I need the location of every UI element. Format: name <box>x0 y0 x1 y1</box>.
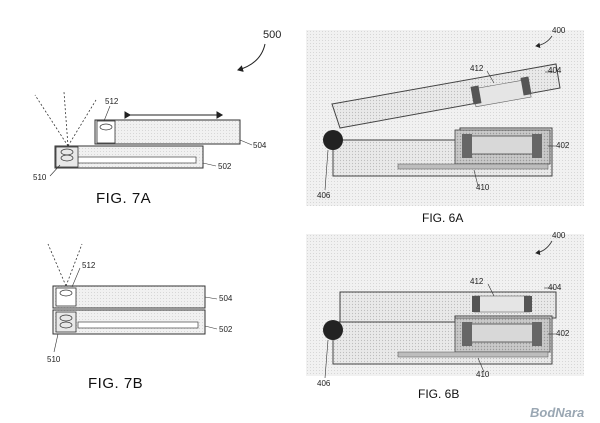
fig-6a: 400 412 404 402 406 410 FIG. 6A <box>306 26 584 225</box>
camera-module-512 <box>55 287 77 307</box>
mechanism-block <box>469 135 535 155</box>
mechanism-block <box>469 323 535 343</box>
label-510: 510 <box>33 173 47 182</box>
label-512: 512 <box>105 97 119 106</box>
circuit-board-410 <box>397 163 549 170</box>
lens-icon <box>59 321 73 329</box>
label-504: 504 <box>253 141 267 150</box>
fov-line <box>65 243 83 287</box>
component-412-left <box>470 85 482 105</box>
leader-502 <box>202 162 217 167</box>
camera-module-512 <box>96 120 116 144</box>
caption-fig-6a: FIG. 6A <box>422 211 463 225</box>
leader-arrow-400 <box>535 35 553 49</box>
fov-line <box>47 243 67 287</box>
label-500: 500 <box>263 29 281 41</box>
label-404: 404 <box>548 283 562 292</box>
hinge-406 <box>323 130 343 150</box>
lens-icon <box>99 123 113 131</box>
leader-410 <box>473 169 479 187</box>
label-406: 406 <box>317 379 331 388</box>
label-510: 510 <box>47 355 61 364</box>
label-502: 502 <box>219 325 233 334</box>
upper-housing-504 <box>94 119 241 145</box>
leader-412 <box>487 283 495 297</box>
leader-504 <box>204 296 218 300</box>
leader-arrow-500 <box>237 43 266 72</box>
leader-406 <box>324 339 329 379</box>
label-410: 410 <box>476 183 490 192</box>
caption-fig-7a: FIG. 7A <box>96 190 151 207</box>
fig-6b: 400 412 404 402 406 410 FIG. 6B <box>306 231 584 401</box>
mechanism-right <box>532 322 542 346</box>
lower-panel <box>77 321 199 329</box>
component-412 <box>473 295 531 313</box>
label-406: 406 <box>317 191 331 200</box>
lid-404 <box>331 63 561 129</box>
leader-arrow-400 <box>535 240 553 256</box>
label-502: 502 <box>218 162 232 171</box>
lens-icon <box>60 154 74 162</box>
leader-412 <box>486 70 495 84</box>
label-402: 402 <box>556 329 570 338</box>
leader-512 <box>71 267 81 288</box>
label-400: 400 <box>552 231 566 240</box>
leader-410 <box>477 357 485 373</box>
fov-line <box>67 99 97 147</box>
label-400: 400 <box>552 26 566 35</box>
label-404: 404 <box>548 66 562 75</box>
leader-510 <box>49 164 61 177</box>
label-410: 410 <box>476 370 490 379</box>
component-412-right <box>520 76 532 96</box>
leader-512 <box>103 105 111 122</box>
label-402: 402 <box>556 141 570 150</box>
caption-fig-7b: FIG. 7B <box>88 375 143 392</box>
leader-504 <box>239 139 253 146</box>
lower-panel <box>77 156 197 164</box>
label-504: 504 <box>219 294 233 303</box>
label-412: 412 <box>470 64 484 73</box>
fov-line <box>63 91 69 147</box>
label-412: 412 <box>470 277 484 286</box>
label-512: 512 <box>82 261 96 270</box>
circuit-board-410 <box>397 351 549 358</box>
mechanism-left <box>462 322 472 346</box>
watermark-logo: BodNara <box>530 405 584 420</box>
leader-502 <box>204 325 218 330</box>
fig-7b: 512 504 502 510 FIG. 7B <box>47 243 233 392</box>
mechanism-left <box>462 134 472 158</box>
figure-500-reference: 500 <box>237 29 281 72</box>
camera-module-510 <box>55 146 79 168</box>
mechanism-right <box>532 134 542 158</box>
component-412-left <box>472 296 480 312</box>
leader-406 <box>324 149 329 191</box>
caption-fig-6b: FIG. 6B <box>418 387 459 401</box>
leader-510 <box>53 333 59 353</box>
lens-icon <box>59 314 73 322</box>
component-412-right <box>524 296 532 312</box>
fov-line <box>34 94 69 147</box>
hinge-406 <box>323 320 343 340</box>
lens-icon <box>59 289 73 297</box>
fig-7a: 512 504 502 510 FIG. 7A <box>33 91 267 207</box>
